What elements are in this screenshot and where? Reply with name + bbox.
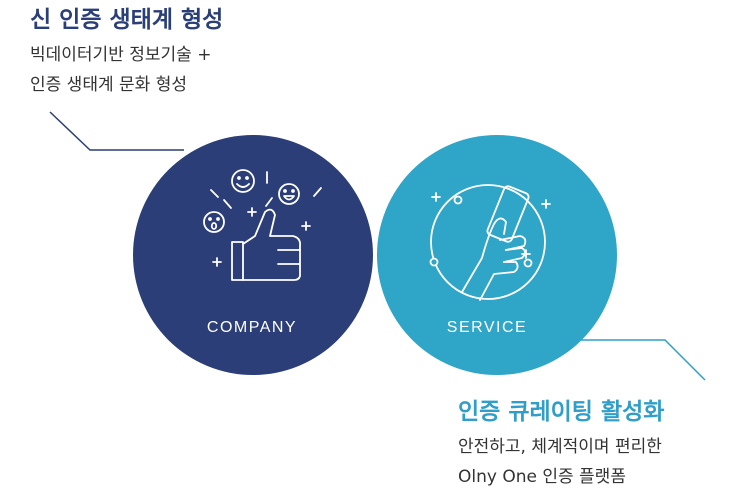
thumbs-up-emoji-icon <box>203 169 322 281</box>
service-description-line-1: 안전하고, 체계적이며 편리한 <box>458 437 662 457</box>
hand-holding-phone-icon <box>429 184 551 301</box>
service-description-line-2: Olny One 인증 플랫폼 <box>458 467 626 487</box>
company-circle-label: COMPANY <box>206 319 298 336</box>
company-description: 빅데이터기반 정보기술 + 인증 생태계 문화 형성 <box>30 40 211 100</box>
service-circle <box>377 135 617 375</box>
company-description-line-1: 빅데이터기반 정보기술 + <box>30 45 212 65</box>
company-connector-line <box>49 111 184 151</box>
company-title: 신 인증 생태계 형성 <box>30 7 224 33</box>
service-connector-line <box>565 339 706 381</box>
company-circle <box>133 135 373 375</box>
service-title: 인증 큐레이팅 활성화 <box>458 399 665 425</box>
service-description: 안전하고, 체계적이며 편리한 Olny One 인증 플랫폼 <box>458 432 662 492</box>
company-description-line-2: 인증 생태계 문화 형성 <box>30 75 187 95</box>
service-circle-label: SERVICE <box>446 319 528 336</box>
